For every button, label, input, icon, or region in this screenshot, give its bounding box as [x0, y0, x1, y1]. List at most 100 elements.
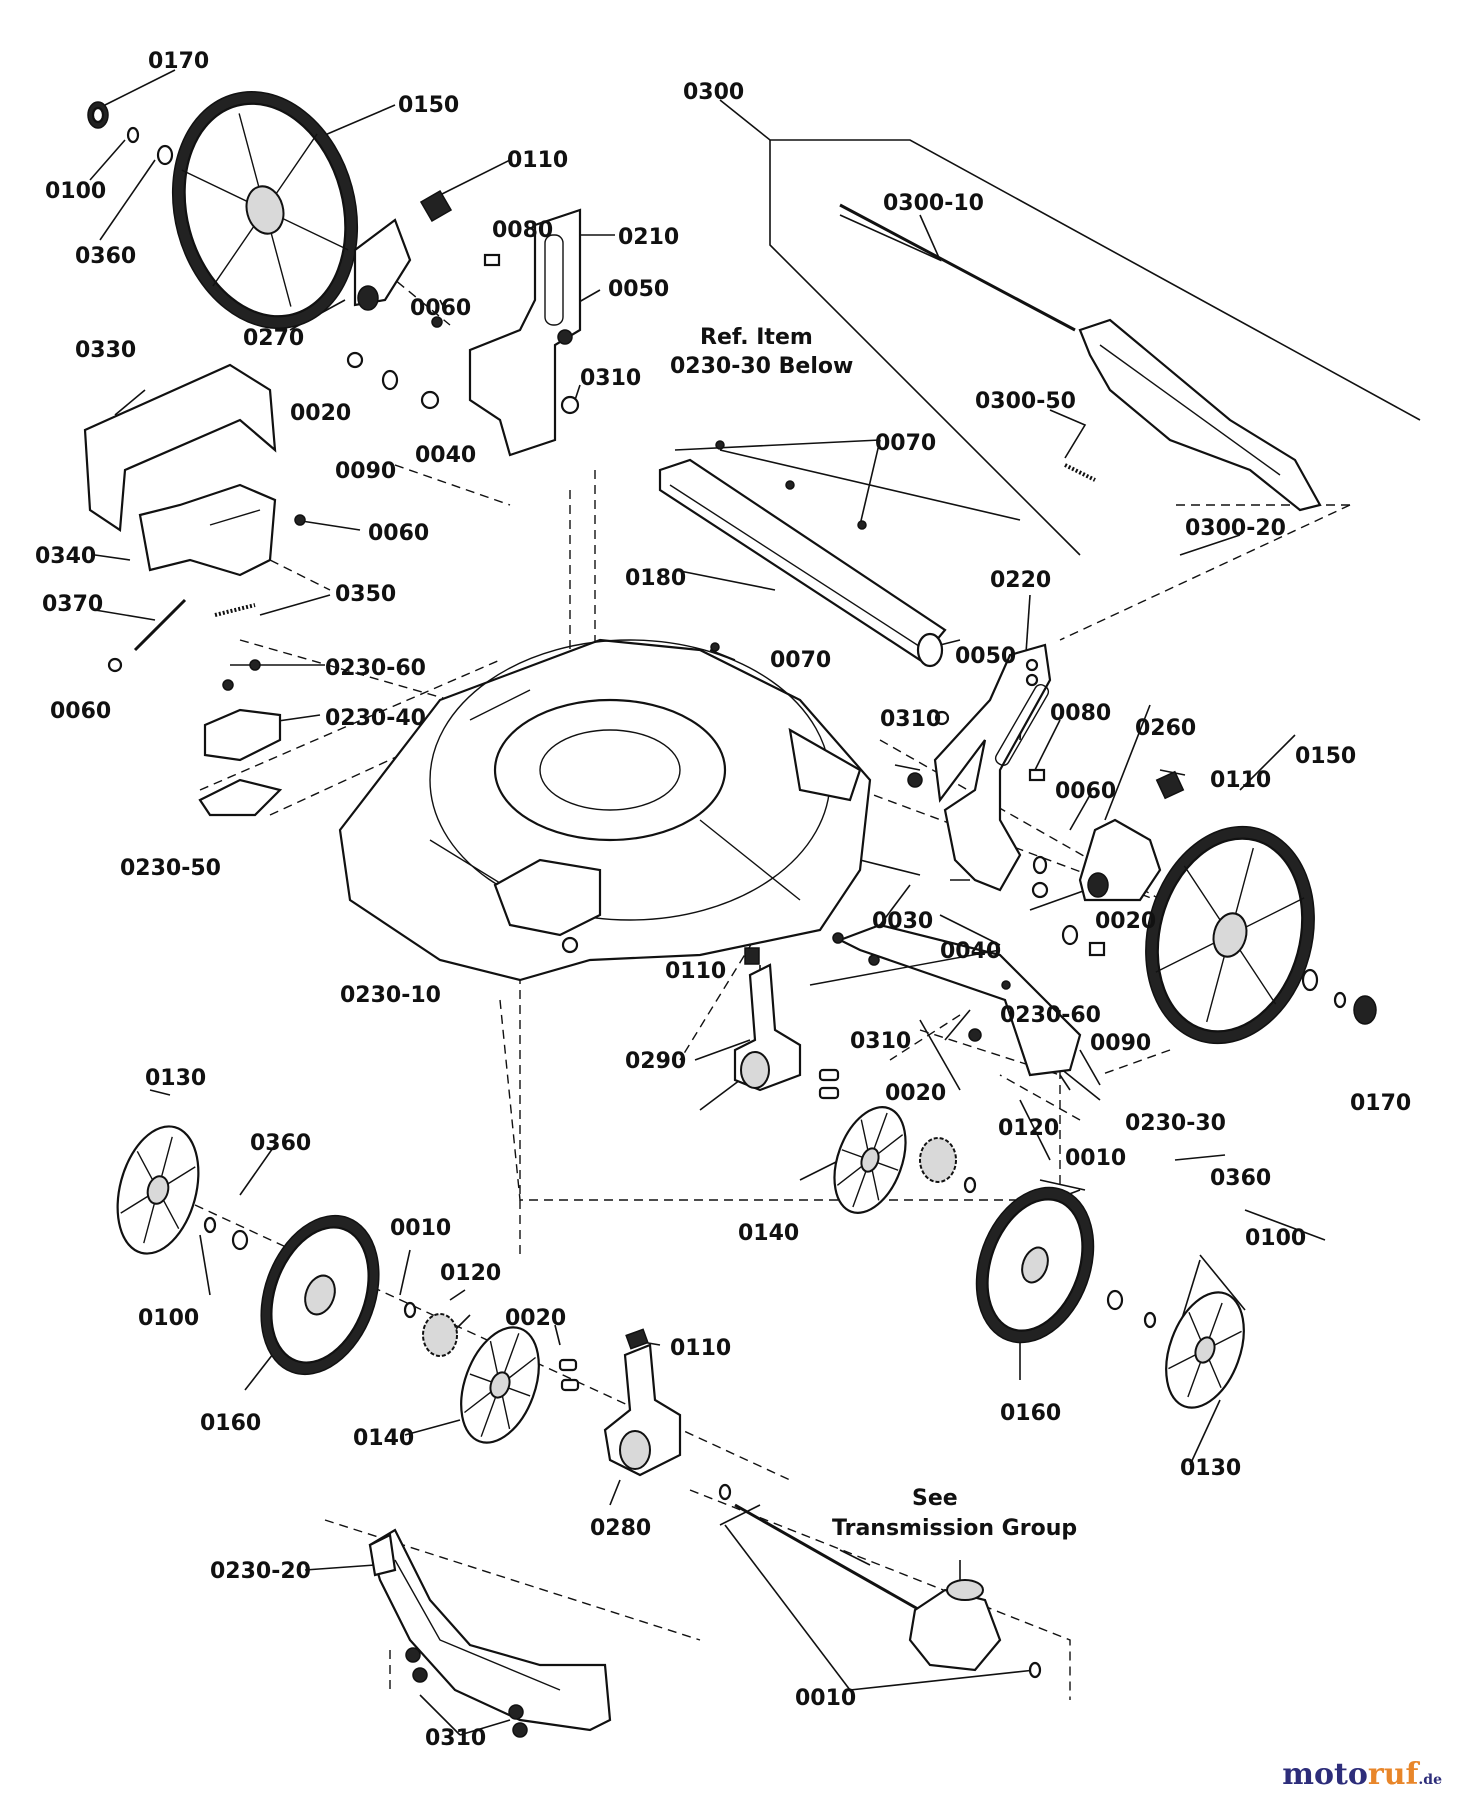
height-adjuster-right — [1078, 770, 1185, 902]
plate-0230-50 — [198, 778, 283, 817]
drive-bracket-0290 — [733, 947, 840, 1100]
label-0100c: 0100 — [138, 1306, 199, 1331]
label-0310b: 0310 — [880, 707, 941, 732]
label-0140b: 0140 — [353, 1426, 414, 1451]
label-0230-50: 0230-50 — [120, 856, 221, 881]
label-0360b: 0360 — [1210, 1166, 1271, 1191]
label-0170b: 0170 — [1350, 1091, 1411, 1116]
watermark-part-b: ruf — [1367, 1757, 1419, 1792]
cap-part — [87, 101, 109, 129]
bracket-right — [933, 643, 1052, 892]
watermark-part-a: moto — [1282, 1757, 1368, 1792]
label-0370: 0370 — [42, 592, 103, 617]
label-0310c: 0310 — [850, 1029, 911, 1054]
label-0230-60a: 0230-60 — [325, 656, 426, 681]
wheel-rear-left — [171, 91, 359, 329]
washer-left-front — [203, 1216, 249, 1251]
hubcap-left — [116, 1125, 200, 1255]
wheel-cover-disc-left — [460, 1326, 540, 1444]
label-0120a: 0120 — [998, 1116, 1059, 1141]
label-0300: 0300 — [683, 80, 744, 105]
label-0140a: 0140 — [738, 1221, 799, 1246]
front-skirt-0230-20 — [368, 1528, 612, 1738]
label-0110b: 0110 — [1210, 768, 1271, 793]
parts — [83, 91, 1377, 1738]
label-0010c: 0010 — [795, 1686, 856, 1711]
label-0040b: 0040 — [940, 939, 1001, 964]
label-0110: 0110 — [507, 148, 568, 173]
wheel-rear-right — [1145, 825, 1315, 1045]
label-0060c: 0060 — [50, 699, 111, 724]
wheel-front-left — [260, 1214, 380, 1376]
small-hardware-right — [907, 710, 1106, 957]
label-0230-20: 0230-20 — [210, 1559, 311, 1584]
label-0130a: 0130 — [145, 1066, 206, 1091]
label-0100: 0100 — [45, 179, 106, 204]
label-0080: 0080 — [492, 218, 553, 243]
label-0280: 0280 — [590, 1516, 651, 1541]
label-0020c: 0020 — [885, 1081, 946, 1106]
rear-bar-0180 — [658, 440, 947, 668]
washer-part — [156, 144, 174, 166]
discharge-cover — [83, 363, 277, 532]
label-0230-10: 0230-10 — [340, 983, 441, 1008]
label-0020d: 0020 — [505, 1306, 566, 1331]
label-0110d: 0110 — [670, 1336, 731, 1361]
label-0360: 0360 — [75, 244, 136, 269]
bracket-0230-40 — [203, 659, 282, 762]
label-0150: 0150 — [398, 93, 459, 118]
see-line2: Transmission Group — [832, 1516, 1077, 1541]
plate-0230-30 — [809, 923, 1082, 1077]
drive-bracket-0280 — [558, 1328, 682, 1477]
label-0020: 0020 — [290, 401, 351, 426]
label-0160a: 0160 — [1000, 1401, 1061, 1426]
rod-and-spring — [107, 514, 306, 673]
label-0310: 0310 — [580, 366, 641, 391]
ref-item-line2: 0230-30 Below — [670, 354, 853, 379]
label-0330: 0330 — [75, 338, 136, 363]
label-0080b: 0080 — [1050, 701, 1111, 726]
label-0350: 0350 — [335, 582, 396, 607]
label-0160b: 0160 — [200, 1411, 261, 1436]
label-0130b: 0130 — [1180, 1456, 1241, 1481]
part-labels: 0170 0150 0100 0360 0110 0270 0080 0210 … — [35, 49, 1411, 1751]
label-0170: 0170 — [148, 49, 209, 74]
label-0300-20: 0300-20 — [1185, 516, 1286, 541]
label-0340: 0340 — [35, 544, 96, 569]
label-0220: 0220 — [990, 568, 1051, 593]
bracket-left — [468, 208, 582, 457]
label-0060b: 0060 — [368, 521, 429, 546]
hubcap-right — [1165, 1291, 1245, 1409]
label-0010b: 0010 — [390, 1216, 451, 1241]
label-0150b: 0150 — [1295, 744, 1356, 769]
watermark-logo: motoruf.de — [1282, 1757, 1442, 1792]
label-0300-50: 0300-50 — [975, 389, 1076, 414]
label-0100b: 0100 — [1245, 1226, 1306, 1251]
label-0070b: 0070 — [770, 648, 831, 673]
label-0300-10: 0300-10 — [883, 191, 984, 216]
label-0270: 0270 — [243, 326, 304, 351]
washer-right-front — [1106, 1289, 1157, 1329]
label-0120b: 0120 — [440, 1261, 501, 1286]
label-0360c: 0360 — [250, 1131, 311, 1156]
label-0020b: 0020 — [1095, 909, 1156, 934]
label-0050b: 0050 — [955, 644, 1016, 669]
washer-cap-right — [1301, 968, 1377, 1025]
label-0180: 0180 — [625, 566, 686, 591]
see-line1: See — [912, 1486, 958, 1511]
label-0030: 0030 — [872, 909, 933, 934]
height-adjuster-left — [353, 189, 453, 311]
label-0290: 0290 — [625, 1049, 686, 1074]
handle-bracket-0300 — [839, 203, 1322, 512]
wheel-cover-disc-right — [833, 1106, 907, 1214]
label-0060d: 0060 — [1055, 779, 1116, 804]
small-hardware-left — [346, 253, 573, 410]
watermark-part-c: .de — [1418, 1772, 1442, 1788]
label-0090b: 0090 — [1090, 1031, 1151, 1056]
wheel-front-right — [975, 1186, 1095, 1344]
mower-deck-0230-10 — [338, 638, 872, 982]
label-0050: 0050 — [608, 277, 669, 302]
label-0070a: 0070 — [875, 431, 936, 456]
label-0230-30: 0230-30 — [1125, 1111, 1226, 1136]
